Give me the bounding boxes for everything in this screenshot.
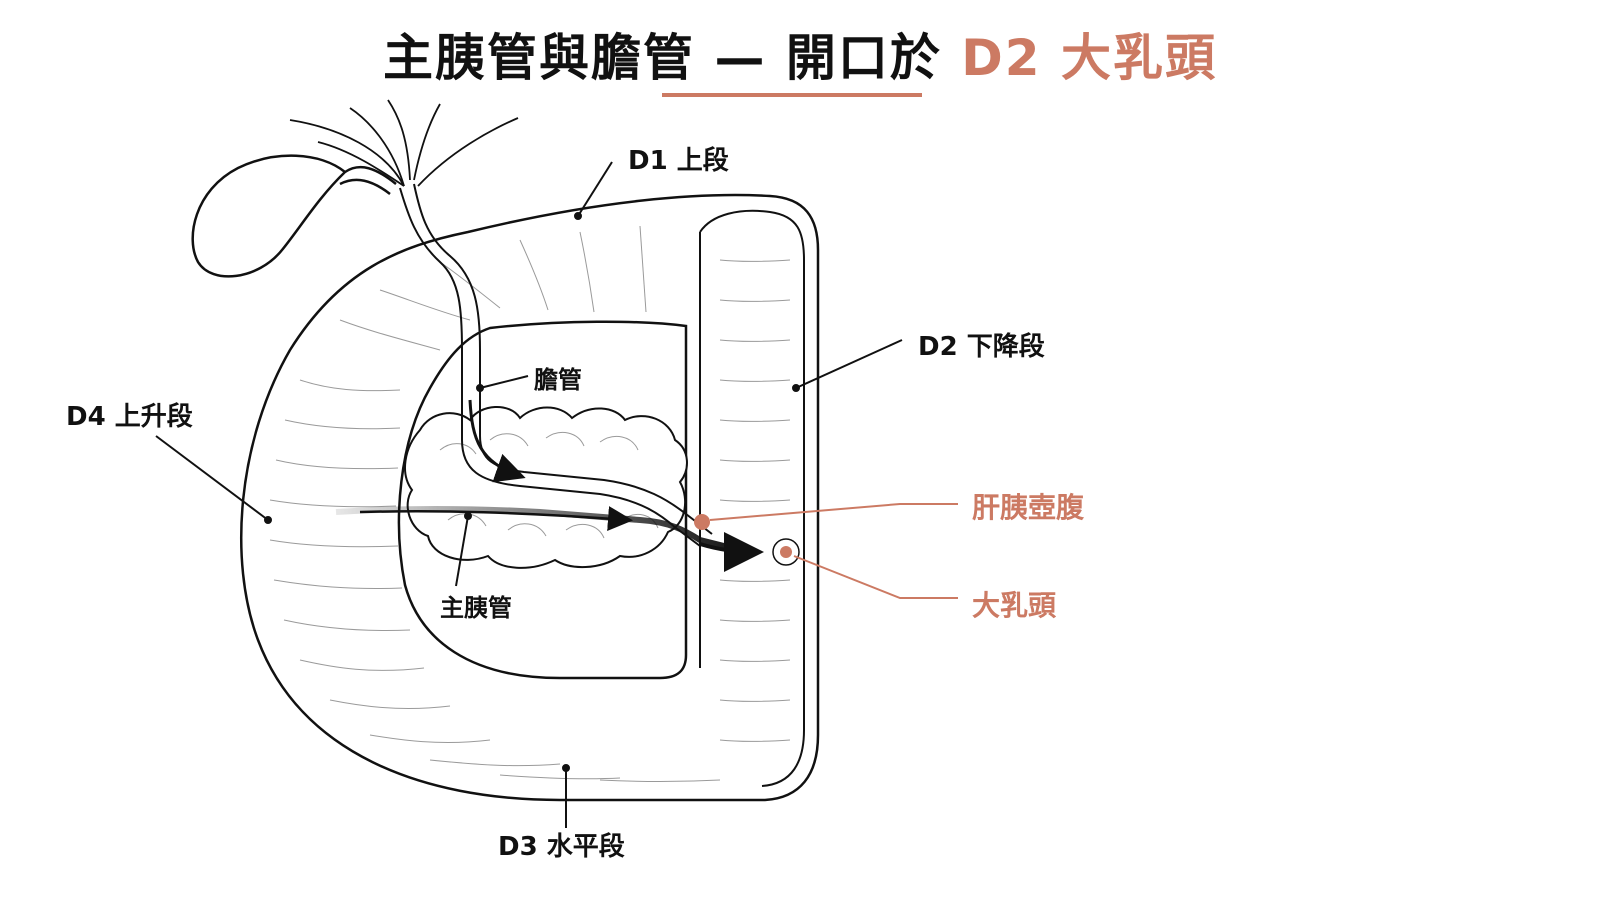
accent-leader-lines	[709, 503, 958, 599]
pancreas-head	[404, 405, 688, 569]
gallbladder	[191, 154, 397, 278]
ampulla-marker	[694, 514, 710, 530]
label-ampulla: 肝胰壺腹	[972, 491, 1085, 524]
d2-inner-fold-line	[699, 209, 805, 787]
label-d3: D3 水平段	[498, 832, 625, 862]
leader-d4	[155, 435, 269, 521]
ampulla-flow-arrow	[699, 531, 764, 572]
common-bile-duct	[399, 183, 713, 547]
mucosal-folds	[269, 225, 791, 782]
label-d1: D1 上段	[628, 146, 729, 176]
leader-d2	[795, 339, 903, 389]
leader-papilla	[793, 555, 958, 599]
leader-pancreatic-duct	[455, 515, 469, 587]
leader-d1	[577, 161, 613, 217]
main-pancreatic-duct	[335, 506, 749, 555]
leader-bile-duct	[479, 375, 529, 389]
label-bile-duct: 膽管	[534, 366, 582, 394]
leader-ampulla	[709, 503, 958, 521]
title-accent: D2 大乳頭	[961, 29, 1217, 87]
hepatic-ducts	[289, 99, 519, 187]
label-papilla: 大乳頭	[972, 589, 1057, 622]
title-underline	[662, 93, 922, 97]
label-d2: D2 下降段	[918, 332, 1045, 362]
page-title: 主胰管與膽管 — 開口於 D2 大乳頭	[0, 18, 1600, 90]
label-d4: D4 上升段	[66, 402, 193, 432]
leader-lines	[155, 161, 903, 828]
label-pancreatic-duct: 主胰管	[440, 594, 512, 622]
bile-flow-arrow	[468, 399, 526, 483]
title-main: 主胰管與膽管 — 開口於	[383, 29, 962, 87]
papilla-marker	[780, 546, 792, 558]
